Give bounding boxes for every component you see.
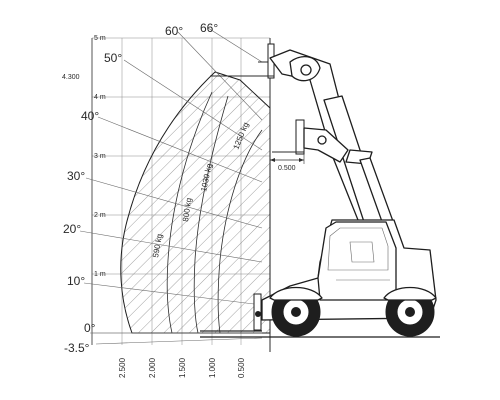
x-axis-ticks: 2.500 2.000 1.500 1.000 0.500 — [118, 357, 246, 378]
y-tick-4m: 4 m — [94, 94, 106, 101]
angle-label-60: 60° — [165, 24, 183, 38]
angle-label-40: 40° — [81, 109, 99, 123]
x-tick-500: 0.500 — [237, 357, 246, 378]
x-tick-2000: 2.000 — [148, 357, 157, 378]
y-tick-5m: 5 m — [94, 35, 106, 42]
load-envelope — [120, 71, 271, 334]
load-label-590: 590 kg — [151, 233, 164, 258]
y-axis-ticks: 5 m 4 m 3 m 2 m 1 m 4.300 — [62, 35, 106, 278]
angle-label-66: 66° — [200, 21, 218, 35]
angle-label-30: 30° — [67, 169, 85, 183]
zone-boundary-1250 — [217, 129, 263, 334]
telehandler-machine — [261, 49, 437, 337]
x-tick-1500: 1.500 — [178, 357, 187, 378]
angle-label-minus-3-5: -3.5° — [64, 341, 90, 355]
y-tick-2m: 2 m — [94, 212, 106, 219]
x-tick-1000: 1.000 — [208, 357, 217, 378]
reach-dimension-label: 0.500 — [278, 165, 296, 172]
angle-labels: 66° 60° 50° 40° 30° 20° 10° 0° -3.5° — [63, 21, 218, 355]
reach-dimension — [270, 154, 305, 164]
zone-boundary-800 — [166, 91, 213, 334]
angle-label-50: 50° — [104, 51, 122, 65]
zone-boundary-1030 — [193, 95, 229, 334]
y-tick-1m: 1 m — [94, 271, 106, 278]
angle-label-0: 0° — [84, 321, 96, 335]
height-marker-label: 4.300 — [62, 74, 80, 81]
angle-label-10: 10° — [67, 274, 85, 288]
x-tick-2500: 2.500 — [118, 357, 127, 378]
y-tick-3m: 3 m — [94, 153, 106, 160]
angle-label-20: 20° — [63, 222, 81, 236]
load-label-800: 800 kg — [181, 197, 193, 222]
